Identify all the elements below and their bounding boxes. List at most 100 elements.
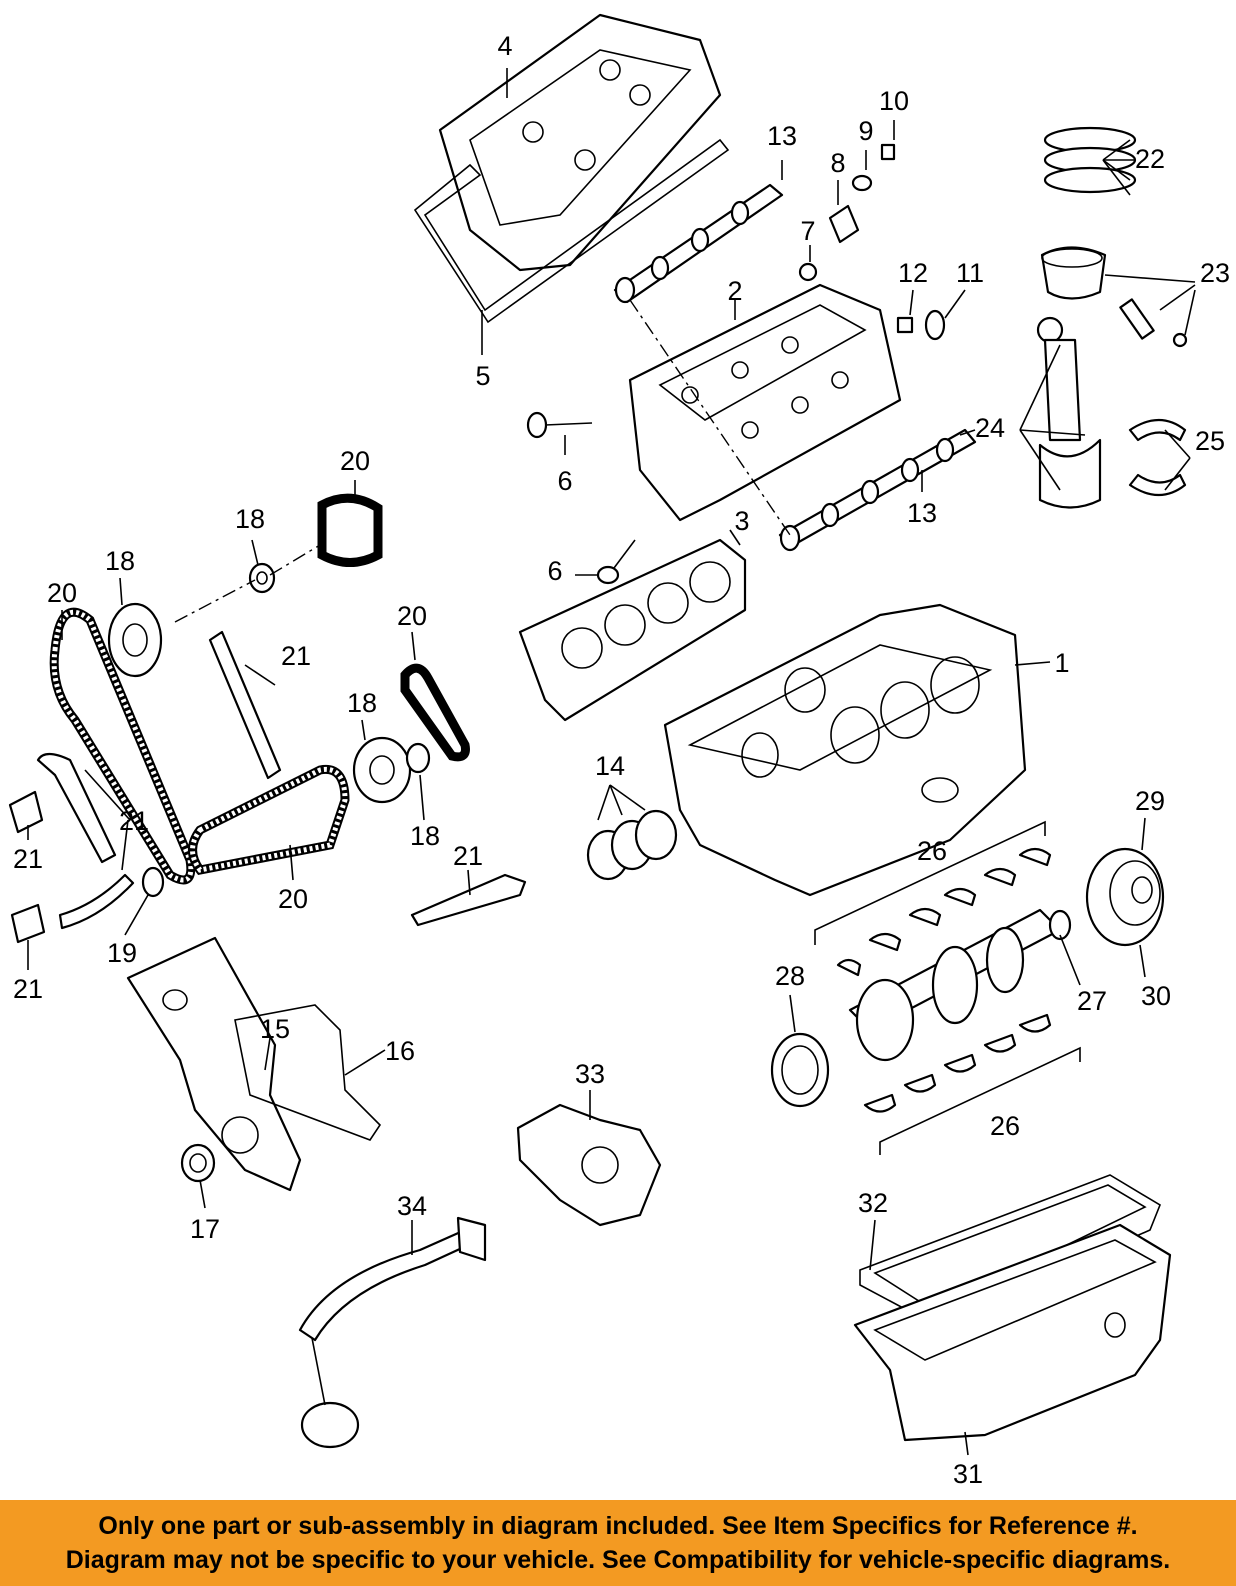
- callout-4: 4: [497, 31, 512, 61]
- callout-24: 24: [975, 413, 1005, 443]
- callout-15: 15: [260, 1014, 290, 1044]
- part-valve-cover[interactable]: [438, 13, 722, 272]
- part-spring-retainer[interactable]: [851, 174, 873, 192]
- callout-18-left: 18: [105, 546, 135, 576]
- callout-18-idler: 18: [410, 821, 440, 851]
- part-intake-valve[interactable]: [526, 411, 593, 439]
- callout-8: 8: [830, 148, 845, 178]
- part-head-gasket[interactable]: [518, 538, 747, 722]
- callout-23: 23: [1200, 258, 1230, 288]
- part-oil-pump[interactable]: [516, 1103, 662, 1227]
- part-front-cover-gasket[interactable]: [234, 1004, 382, 1141]
- callout-14: 14: [595, 751, 625, 781]
- part-chain-guide-center[interactable]: [208, 630, 282, 780]
- part-cam-sprocket-upper[interactable]: [248, 562, 276, 594]
- part-tensioner-upper[interactable]: [8, 790, 44, 834]
- callout-19: 19: [107, 938, 137, 968]
- disclaimer-line-1: Only one part or sub-assembly in diagram…: [98, 1512, 1138, 1540]
- callout-5: 5: [475, 361, 490, 391]
- callout-25: 25: [1195, 426, 1225, 456]
- callout-13-upper: 13: [767, 121, 797, 151]
- part-cam-seal[interactable]: [924, 309, 946, 341]
- part-secondary-timing-chain[interactable]: [188, 764, 350, 875]
- callout-33: 33: [575, 1059, 605, 1089]
- part-crankshaft[interactable]: [848, 908, 1072, 1062]
- part-front-cover[interactable]: [126, 936, 302, 1192]
- callout-6-lower: 6: [547, 556, 562, 586]
- callout-32: 32: [858, 1188, 888, 1218]
- callout-7: 7: [800, 216, 815, 246]
- callout-21-guide: 21: [281, 641, 311, 671]
- part-valve-keeper[interactable]: [798, 262, 818, 282]
- callout-6-upper: 6: [557, 466, 572, 496]
- callout-18-top: 18: [235, 504, 265, 534]
- callout-20-right: 20: [397, 601, 427, 631]
- callout-11: 11: [956, 258, 984, 288]
- part-primary-timing-chain[interactable]: [49, 607, 196, 885]
- callout-29: 29: [1135, 786, 1165, 816]
- part-cam-bearings[interactable]: [586, 809, 678, 881]
- part-engine-block[interactable]: [663, 603, 1027, 897]
- callout-28: 28: [775, 961, 805, 991]
- callout-26-upper: 26: [917, 836, 947, 866]
- part-piston-rings[interactable]: [1043, 126, 1137, 194]
- callout-13-lower: 13: [907, 498, 937, 528]
- callout-30: 30: [1141, 981, 1171, 1011]
- part-tensioner-lower[interactable]: [10, 903, 46, 944]
- callout-26-lower: 26: [990, 1111, 1020, 1141]
- callout-21-tensioner-lower: 21: [13, 974, 43, 1004]
- callout-3: 3: [734, 506, 749, 536]
- callout-2: 2: [727, 276, 742, 306]
- callout-17: 17: [190, 1214, 220, 1244]
- leader-lines: [27, 68, 1196, 1456]
- part-idler-sprocket[interactable]: [405, 742, 431, 774]
- part-valve-cover-gasket[interactable]: [413, 138, 730, 324]
- callout-labels: 4 5 13 10 9 8 7 2 12 11 22 23 24 25 13 6…: [13, 31, 1230, 1489]
- part-main-bearings-upper[interactable]: [836, 847, 1052, 977]
- disclaimer-line-2: Diagram may not be specific to your vehi…: [65, 1546, 1171, 1574]
- part-oil-pan-gasket[interactable]: [859, 1174, 1161, 1326]
- part-valve-spring[interactable]: [828, 204, 860, 244]
- part-tensioner-arm[interactable]: [410, 873, 527, 927]
- callout-31: 31: [953, 1459, 983, 1489]
- part-cam-sprocket-left[interactable]: [107, 602, 163, 678]
- callout-9: 9: [858, 116, 873, 146]
- part-camshaft-upper[interactable]: [613, 183, 784, 304]
- part-oil-pickup-tube[interactable]: [298, 1216, 487, 1449]
- callout-18-right: 18: [347, 688, 377, 718]
- callout-20-left: 20: [47, 578, 77, 608]
- part-timing-chain-upper-right[interactable]: [400, 663, 470, 762]
- part-crank-sprocket[interactable]: [141, 866, 165, 898]
- part-crankshaft-pulley[interactable]: [1085, 847, 1165, 947]
- callout-10: 10: [879, 86, 909, 116]
- part-main-bearings-lower[interactable]: [863, 1013, 1052, 1113]
- callout-20-lower: 20: [278, 884, 308, 914]
- part-camshaft-lower[interactable]: [778, 428, 977, 552]
- engine-parts-diagram: 4 5 13 10 9 8 7 2 12 11 22 23 24 25 13 6…: [8, 13, 1230, 1489]
- callout-22: 22: [1135, 144, 1165, 174]
- part-connecting-rod[interactable]: [1036, 316, 1102, 509]
- callout-21-arm: 21: [453, 841, 483, 871]
- part-cylinder-head[interactable]: [628, 283, 902, 522]
- part-lifter[interactable]: [880, 143, 896, 161]
- part-piston[interactable]: [1040, 246, 1188, 348]
- part-chain-guide-lower[interactable]: [58, 873, 135, 930]
- part-chain-guide-left[interactable]: [36, 752, 117, 864]
- part-timing-chain-upper[interactable]: [317, 493, 383, 567]
- callout-20-top: 20: [340, 446, 370, 476]
- callout-21-tensioner-upper: 21: [13, 844, 43, 874]
- callout-16: 16: [385, 1036, 415, 1066]
- callout-34: 34: [397, 1191, 427, 1221]
- part-exhaust-valve[interactable]: [596, 539, 636, 585]
- disclaimer-banner: Only one part or sub-assembly in diagram…: [0, 1500, 1236, 1586]
- part-oil-pan[interactable]: [853, 1223, 1172, 1442]
- part-cam-sprocket-right[interactable]: [352, 736, 412, 804]
- callout-21-left-guide: 21: [119, 806, 149, 836]
- callout-12: 12: [898, 258, 928, 288]
- part-front-seal[interactable]: [180, 1143, 216, 1183]
- part-rod-bearings[interactable]: [1128, 418, 1187, 497]
- part-rear-main-seal[interactable]: [770, 1032, 830, 1108]
- callout-27: 27: [1077, 986, 1107, 1016]
- part-lash-adjuster[interactable]: [896, 316, 914, 334]
